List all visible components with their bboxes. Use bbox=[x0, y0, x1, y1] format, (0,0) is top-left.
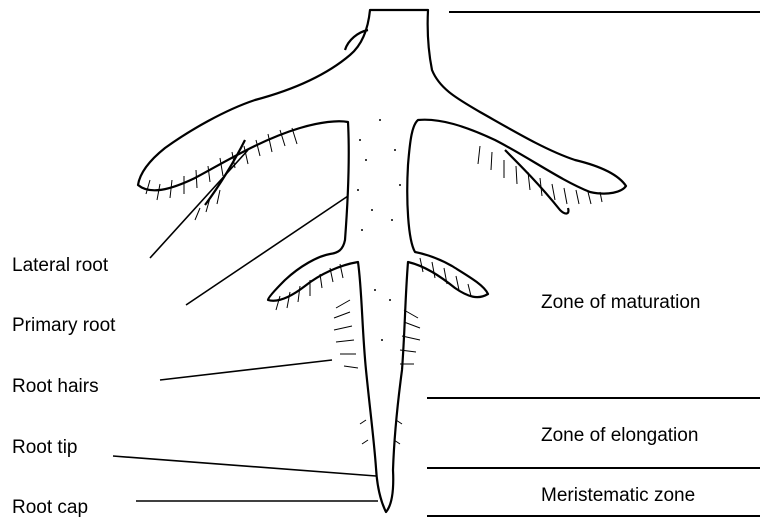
label-zone-meristematic: Meristematic zone bbox=[541, 486, 695, 505]
leader-lines bbox=[113, 150, 378, 501]
label-root-hairs: Root hairs bbox=[12, 377, 99, 396]
label-lateral-root: Lateral root bbox=[12, 256, 108, 275]
label-root-cap: Root cap bbox=[12, 498, 88, 517]
leader-root-tip bbox=[113, 456, 376, 476]
label-primary-root: Primary root bbox=[12, 316, 115, 335]
label-zone-maturation: Zone of maturation bbox=[541, 293, 700, 312]
leader-root-hairs bbox=[160, 360, 332, 380]
leader-primary-root bbox=[186, 196, 348, 305]
label-root-tip: Root tip bbox=[12, 438, 77, 457]
label-zone-elongation: Zone of elongation bbox=[541, 426, 698, 445]
